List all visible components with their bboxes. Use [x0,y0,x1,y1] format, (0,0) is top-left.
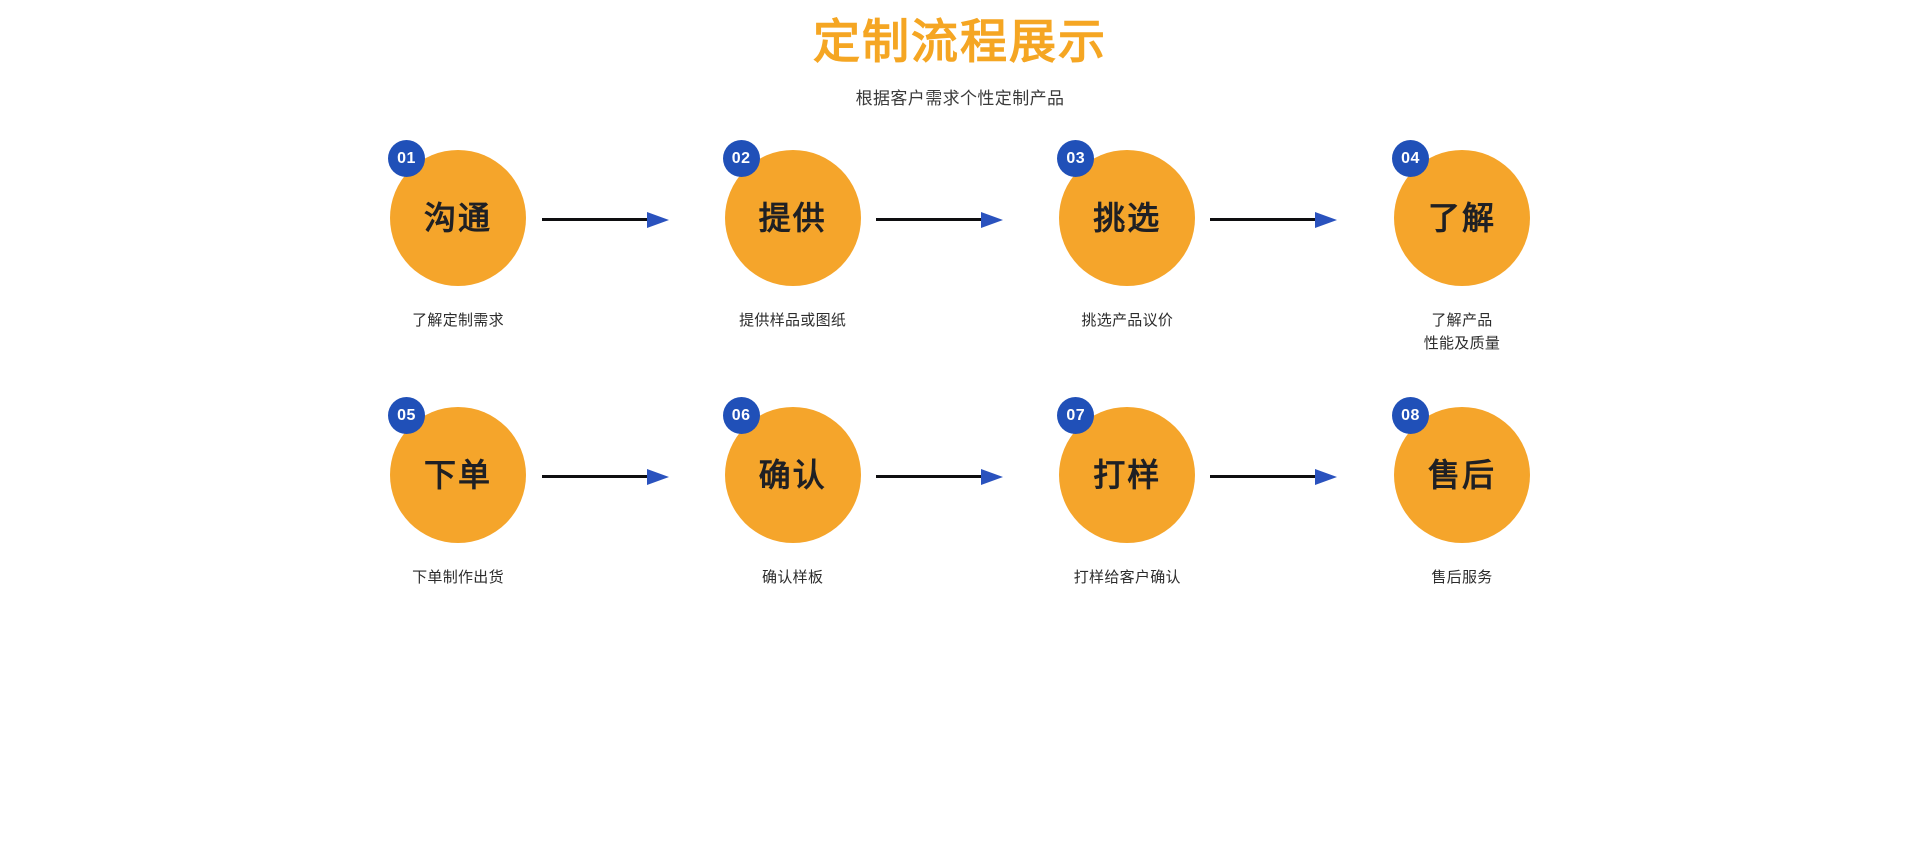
step-label: 下单 [423,456,492,494]
step-label: 挑选 [1093,199,1162,237]
arrow-shaft [876,475,984,478]
page-subtitle: 根据客户需求个性定制产品 [855,89,1065,109]
step-caption-line: 性能及质量 [1423,334,1501,352]
flow-step-05[interactable]: 下单 05 下单制作出货 [388,397,526,590]
step-caption-line: 打样给客户确认 [1073,569,1181,586]
step-circle-wrap: 售后 08 [1391,397,1530,543]
step-caption-line: 提供样品或图纸 [739,312,847,329]
arrow-shaft [876,218,984,221]
flow-arrow-07-08 [1210,469,1342,485]
step-circle-wrap: 了解 04 [1391,140,1530,286]
step-number-badge: 03 [1057,140,1095,177]
step-label: 沟通 [423,199,492,237]
step-label: 售后 [1427,456,1496,494]
arrow-shaft [1210,218,1318,221]
step-caption-line: 了解产品 [1431,312,1493,329]
step-caption-line: 下单制作出货 [412,569,504,586]
flow-step-04[interactable]: 了解 04 了解产品 性能及质量 [1391,140,1530,356]
flow-arrow-05-06 [542,469,674,485]
step-circle-wrap: 确认 06 [722,397,861,543]
arrow-shaft [542,475,650,478]
step-number-badge: 04 [1391,140,1429,177]
step-circle-wrap: 沟通 01 [388,140,526,286]
arrow-head-icon [981,469,1003,485]
flow-arrow-02-03 [876,212,1008,228]
step-caption-line: 挑选产品议价 [1081,312,1174,329]
flow-arrow-06-07 [876,469,1008,485]
step-label: 确认 [758,456,827,494]
step-caption: 提供样品或图纸 [739,310,846,333]
flow-step-08[interactable]: 售后 08 售后服务 [1391,397,1530,590]
step-caption: 挑选产品议价 [1081,310,1173,333]
flow-arrow-03-04 [1210,212,1342,228]
step-label: 提供 [758,199,827,237]
flow-step-06[interactable]: 确认 06 确认样板 [722,397,861,590]
step-caption: 确认样板 [762,567,823,590]
step-circle-wrap: 提供 02 [722,140,861,286]
page-header: 定制流程展示 根据客户需求个性定制产品 [0,0,1920,111]
step-label: 打样 [1093,456,1162,494]
step-circle-wrap: 下单 05 [388,397,526,543]
flow-step-02[interactable]: 提供 02 提供样品或图纸 [722,140,861,333]
flow-row-2: 下单 05 下单制作出货 确认 06 确认样板 [388,397,1530,657]
arrow-head-icon [1315,212,1337,228]
arrow-shaft [1210,475,1318,478]
step-number-badge: 05 [388,397,425,434]
step-caption-line: 了解定制需求 [412,312,504,329]
arrow-head-icon [647,469,669,485]
arrow-shaft [542,218,650,221]
step-caption: 售后服务 [1431,567,1492,590]
flow-row-1: 沟通 01 了解定制需求 提供 02 提供样品或图纸 [388,140,1530,400]
step-caption: 下单制作出货 [412,567,504,590]
page-title: 定制流程展示 [813,15,1107,70]
flow-step-03[interactable]: 挑选 03 挑选产品议价 [1057,140,1196,333]
arrow-head-icon [981,212,1003,228]
flow-diagram: 沟通 01 了解定制需求 提供 02 提供样品或图纸 [0,140,1920,657]
step-caption: 打样给客户确认 [1074,567,1181,590]
flow-step-07[interactable]: 打样 07 打样给客户确认 [1057,397,1196,590]
step-number-badge: 02 [722,140,760,177]
step-caption-line: 售后服务 [1431,569,1493,586]
step-number-badge: 08 [1391,397,1429,434]
step-number-badge: 06 [722,397,760,434]
step-caption-line: 确认样板 [762,569,824,586]
flow-step-01[interactable]: 沟通 01 了解定制需求 [388,140,526,333]
step-number-badge: 07 [1057,397,1095,434]
step-caption: 了解产品 性能及质量 [1424,310,1501,356]
step-number-badge: 01 [388,140,425,177]
flow-arrow-01-02 [542,212,674,228]
step-circle-wrap: 打样 07 [1057,397,1196,543]
step-circle-wrap: 挑选 03 [1057,140,1196,286]
arrow-head-icon [1315,469,1337,485]
step-label: 了解 [1427,199,1496,237]
arrow-head-icon [647,212,669,228]
step-caption: 了解定制需求 [412,310,504,333]
